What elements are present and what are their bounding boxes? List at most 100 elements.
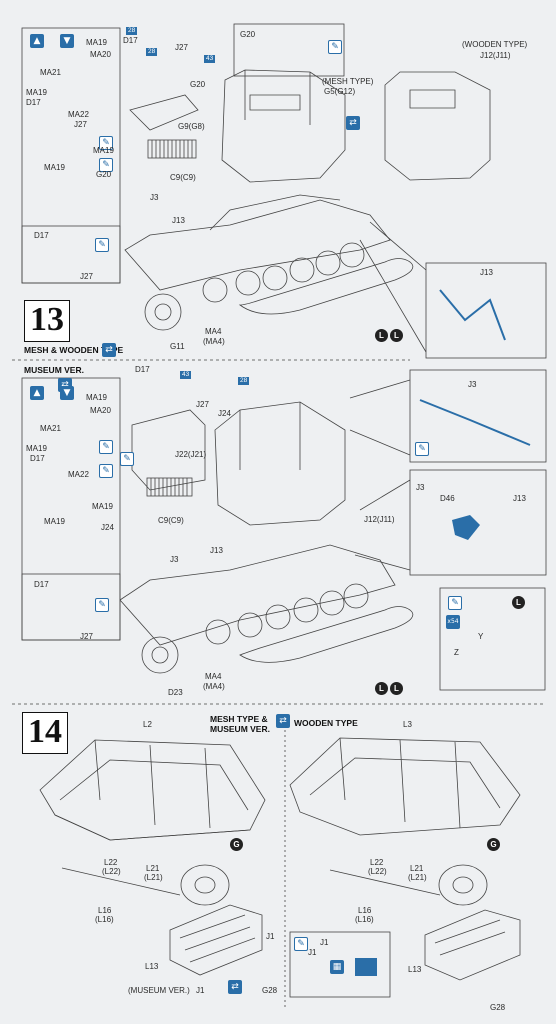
label-l21: L21 bbox=[410, 864, 424, 873]
label-d17: D17 bbox=[34, 580, 49, 589]
label-l21-alt: (L21) bbox=[408, 873, 427, 882]
part-detail-icon: ▦ bbox=[330, 960, 344, 974]
label-g5: G5(G12) bbox=[324, 87, 356, 96]
label-j27: J27 bbox=[196, 400, 209, 409]
apply-icon: ✎ bbox=[415, 442, 429, 456]
label-ma19: MA19 bbox=[92, 502, 113, 511]
label-l22-alt: (L22) bbox=[368, 867, 387, 876]
label-g20: G20 bbox=[190, 80, 206, 89]
label-j27: J27 bbox=[80, 632, 93, 641]
step-number-14: 14 bbox=[22, 712, 68, 754]
apply-icon: ✎ bbox=[99, 136, 113, 150]
glue-icon: ▼ bbox=[60, 34, 74, 48]
label-j13: J13 bbox=[172, 216, 185, 225]
label-d17: D17 bbox=[135, 365, 150, 374]
label-ma22: MA22 bbox=[68, 110, 89, 119]
label-j27: J27 bbox=[80, 272, 93, 281]
part-reference-icon: 43 bbox=[180, 371, 192, 379]
label-d46: D46 bbox=[440, 494, 455, 503]
apply-icon: ✎ bbox=[328, 40, 342, 54]
apply-icon: ✎ bbox=[294, 937, 308, 951]
label-ma4: MA4 bbox=[205, 672, 222, 681]
label-l16-alt: (L16) bbox=[95, 915, 114, 924]
step14-title-line2: MUSEUM VER. bbox=[210, 724, 270, 734]
step-number-13: 13 bbox=[24, 300, 70, 342]
apply-icon: ✎ bbox=[99, 440, 113, 454]
label-j13: J13 bbox=[480, 268, 493, 277]
label-j27: J27 bbox=[175, 43, 188, 52]
apply-icon: ✎ bbox=[95, 238, 109, 252]
label-g28: G28 bbox=[490, 1003, 506, 1012]
label-ma4-alt: (MA4) bbox=[203, 337, 225, 346]
label-j1: J1 bbox=[320, 938, 329, 947]
label-wooden-type: (WOODEN TYPE) bbox=[462, 40, 528, 49]
label-l16: L16 bbox=[358, 906, 372, 915]
label-ma19: MA19 bbox=[44, 517, 65, 526]
label-museum-ver: (MUSEUM VER.) bbox=[128, 986, 190, 995]
part-g-icon: G bbox=[230, 838, 243, 851]
label-g20: G20 bbox=[96, 170, 112, 179]
label-j27: J27 bbox=[74, 120, 87, 129]
mesh-type-icon: ⇄ bbox=[102, 343, 116, 357]
part-reference-icon: 43 bbox=[204, 55, 216, 63]
label-j1: J1 bbox=[196, 986, 205, 995]
label-d17: D17 bbox=[26, 98, 41, 107]
label-g9: G9(G8) bbox=[178, 122, 205, 131]
label-j24: J24 bbox=[101, 523, 114, 532]
label-j22: J22(J21) bbox=[175, 450, 207, 459]
label-c9: C9(C9) bbox=[170, 173, 196, 182]
label-y: Y bbox=[478, 632, 484, 641]
part-g-icon: G bbox=[487, 838, 500, 851]
label-j12: J12(J11) bbox=[364, 515, 395, 524]
label-l13: L13 bbox=[145, 962, 159, 971]
cement-icon: ▲ bbox=[30, 386, 44, 400]
label-j3: J3 bbox=[170, 555, 179, 564]
label-ma4: MA4 bbox=[205, 327, 222, 336]
part-reference-icon: 28 bbox=[126, 27, 138, 35]
label-j24: J24 bbox=[218, 409, 231, 418]
label-j3: J3 bbox=[468, 380, 477, 389]
label-z: Z bbox=[454, 648, 459, 657]
label-ma19: MA19 bbox=[93, 146, 114, 155]
apply-icon: ✎ bbox=[120, 452, 134, 466]
label-j3: J3 bbox=[150, 193, 159, 202]
label-ma22: MA22 bbox=[68, 470, 89, 479]
label-d23: D23 bbox=[168, 688, 183, 697]
label-l2: L2 bbox=[143, 720, 152, 729]
apply-icon: ✎ bbox=[448, 596, 462, 610]
label-l13: L13 bbox=[408, 965, 422, 974]
label-d17: D17 bbox=[30, 454, 45, 463]
label-l21-alt: (L21) bbox=[144, 873, 163, 882]
label-j3: J3 bbox=[416, 483, 425, 492]
left-side-icon: L bbox=[512, 596, 525, 609]
apply-icon: ✎ bbox=[99, 158, 113, 172]
step14-title-line1: MESH TYPE & bbox=[210, 714, 268, 724]
label-ma4-alt: (MA4) bbox=[203, 682, 225, 691]
left-side-icon: L bbox=[375, 329, 388, 342]
label-g20: G20 bbox=[240, 30, 256, 39]
label-l22: L22 bbox=[104, 858, 118, 867]
version-switch-icon: ⇄ bbox=[276, 714, 290, 728]
label-ma19: MA19 bbox=[86, 38, 107, 47]
label-mesh-type: (MESH TYPE) bbox=[322, 77, 374, 86]
flip-icon: ⇄ bbox=[346, 116, 360, 130]
apply-icon: ✎ bbox=[95, 598, 109, 612]
label-l16-alt: (L16) bbox=[355, 915, 374, 924]
label-j12: J12(J11) bbox=[480, 51, 511, 60]
quantity-icon: x54 bbox=[446, 615, 460, 629]
label-l21: L21 bbox=[146, 864, 160, 873]
part-reference-icon: 28 bbox=[238, 377, 250, 385]
label-d17: D17 bbox=[123, 36, 138, 45]
label-l3: L3 bbox=[403, 720, 412, 729]
label-ma19: MA19 bbox=[26, 88, 47, 97]
label-ma19: MA19 bbox=[44, 163, 65, 172]
label-l22-alt: (L22) bbox=[102, 867, 121, 876]
label-d17: D17 bbox=[34, 231, 49, 240]
cement-icon: ▲ bbox=[30, 34, 44, 48]
step14-title-right: WOODEN TYPE bbox=[294, 718, 358, 728]
label-j1: J1 bbox=[308, 948, 317, 957]
step13-title: MESH & WOODEN TYPE bbox=[24, 345, 124, 355]
part-reference-icon: 28 bbox=[146, 48, 158, 56]
label-j13: J13 bbox=[210, 546, 223, 555]
